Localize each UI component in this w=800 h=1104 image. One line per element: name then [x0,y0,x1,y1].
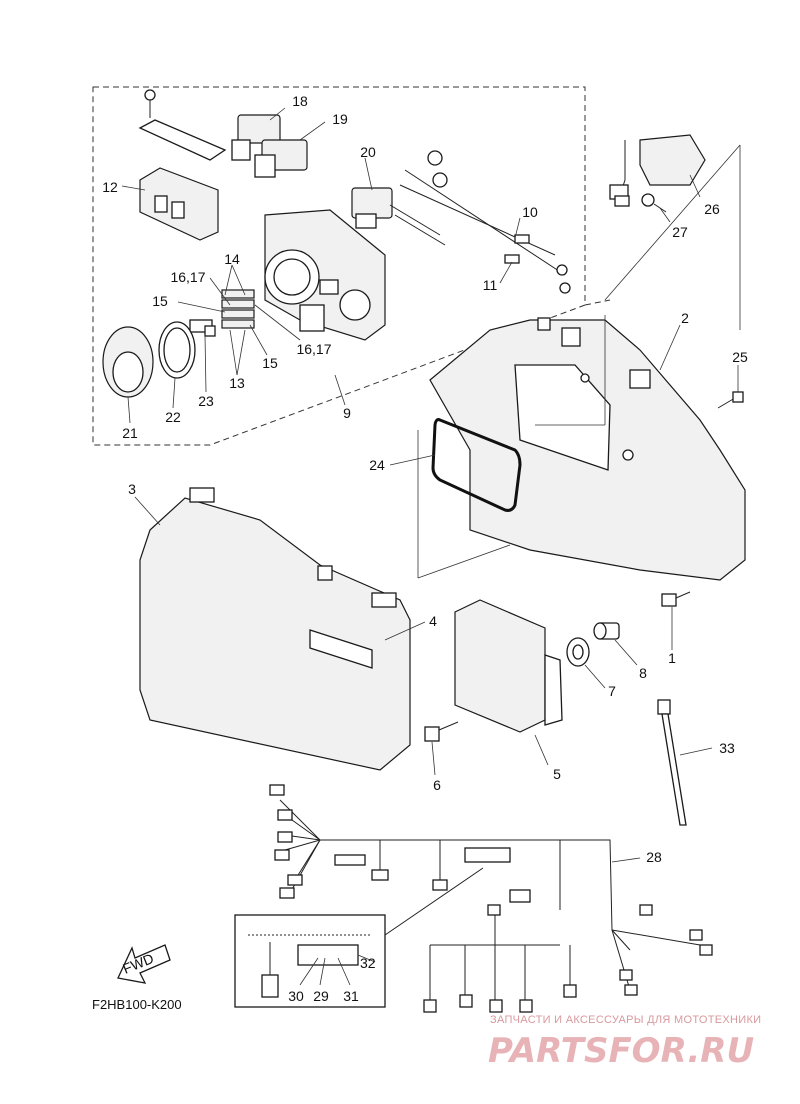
screw-25 [717,391,744,409]
callout-16-17-right: 16,17 [296,341,331,357]
callout-2: 2 [681,310,689,326]
fwd-arrow: FWD [117,944,171,984]
bolt-6 [424,721,459,742]
diagram-code: F2HB100-K200 [92,997,182,1012]
callout-21: 21 [122,425,138,441]
group-outline-9 [92,86,586,446]
callout-15-left: 15 [152,293,168,309]
callout-24: 24 [369,457,385,473]
gasket-24 [431,418,522,512]
ecu-5 [454,599,563,733]
callout-28: 28 [646,849,662,865]
wires-left [389,204,446,246]
watermark-logo: PARTSFOR.RU [488,1031,754,1071]
callout-33: 33 [719,740,735,756]
box-housing-2 [429,317,746,581]
switch-12 [139,167,219,241]
callout-13: 13 [229,375,245,391]
callout-16-17-top: 16,17 [170,269,205,285]
part-20 [351,187,393,229]
sensor-26 [609,134,706,207]
bracket [138,119,227,161]
callout-18: 18 [292,93,308,109]
relay-18 [231,114,281,161]
callout-12: 12 [102,179,118,195]
ring-22 [158,321,196,379]
detail-inset [234,914,386,1008]
callout-14: 14 [224,251,240,267]
inset-leader [384,867,484,936]
construction-lines [417,144,741,579]
callout-25: 25 [732,349,748,365]
callout-7: 7 [608,683,616,699]
callout-22: 22 [165,409,181,425]
throttle-body [264,209,386,341]
bolt-1 [661,591,691,607]
callout-29: 29 [313,988,329,1004]
callout-23: 23 [198,393,214,409]
cable-tie-33 [657,699,687,826]
connector-23 [189,319,216,337]
group-outline-link [584,299,611,306]
grommet-7 [566,637,590,667]
callout-11: 11 [483,277,498,293]
cable-10 [399,150,571,294]
callout-8: 8 [639,665,647,681]
callout-15-right: 15 [262,355,278,371]
callout-1: 1 [668,650,676,666]
cover-3 [139,487,411,771]
callout-30: 30 [288,988,304,1004]
callout-19: 19 [332,111,348,127]
callout-9: 9 [343,405,351,421]
callout-3: 3 [128,481,136,497]
callout-10: 10 [522,204,538,220]
collar-8 [593,622,620,640]
callout-26: 26 [704,201,720,217]
watermark-tagline: ЗАПЧАСТИ И АКСЕССУАРЫ ДЛЯ МОТОТЕХНИКИ [490,1014,761,1026]
bolt-27 [641,193,667,213]
callouts: 18 19 20 12 10 11 14 16,17 15 15 16,17 1… [102,93,748,1004]
callout-5: 5 [553,766,561,782]
cap-21 [102,326,154,398]
callout-20: 20 [360,144,376,160]
relay-19 [254,139,308,178]
callout-27: 27 [672,224,688,240]
relay-stack [221,289,255,329]
wire-harness-28 [269,784,713,1013]
callout-6: 6 [433,777,441,793]
callout-4: 4 [429,613,437,629]
screw-top [144,89,156,118]
callout-32: 32 [360,955,376,971]
leader-lines [121,107,739,986]
callout-31: 31 [343,988,359,1004]
